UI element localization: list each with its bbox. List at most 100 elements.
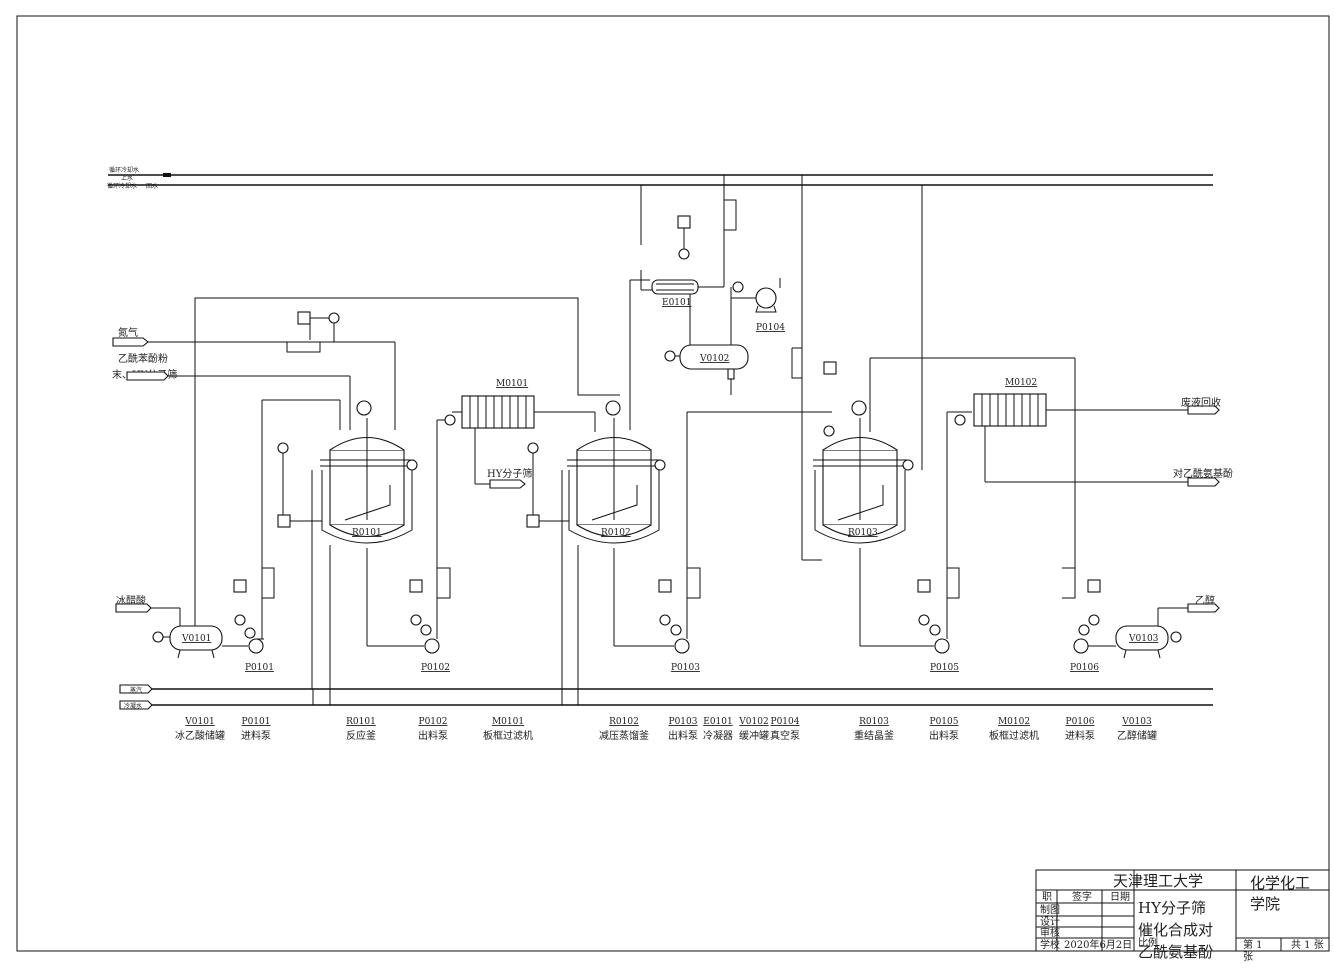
- legend-name: 出料泵: [929, 729, 959, 742]
- tag-P0106: P0106: [1070, 663, 1099, 673]
- ethanol-inlet: 乙醇: [1157, 594, 1220, 626]
- legend-name: 真空泵: [770, 729, 800, 742]
- legend-tag: M0102: [998, 717, 1030, 727]
- tag-P0104: P0104: [756, 323, 785, 333]
- legend-tag: P0105: [930, 717, 959, 727]
- legend-item: V0103 乙醇储罐: [1117, 717, 1157, 742]
- pump-P0105: P0105: [859, 411, 972, 673]
- vessel-V0101: V0101: [152, 300, 223, 659]
- hy-sieve-label: HY分子筛: [487, 467, 532, 480]
- reactor-R0103: R0103: [813, 357, 1076, 580]
- nitrogen-inlet: 氮气: [112, 311, 396, 430]
- legend-name: 进料泵: [241, 729, 271, 742]
- legend-name: 板框过滤机: [989, 729, 1039, 742]
- row-school: 学校: [1040, 938, 1060, 951]
- tag-P0101: P0101: [245, 663, 274, 673]
- legend-name: 乙醇储罐: [1117, 729, 1157, 742]
- condensate-label: 冷凝水: [124, 702, 142, 710]
- reactor-R0101: R0101: [277, 400, 418, 689]
- feed-powder-inlet: 乙酰苯酚粉 末、HY分子筛: [112, 352, 351, 430]
- drawing-date: 2020年6月2日: [1064, 938, 1132, 951]
- pump-P0103: P0103: [613, 411, 832, 673]
- pump-P0106: P0106: [1062, 567, 1116, 673]
- tag-R0101: R0101: [352, 528, 382, 538]
- tag-R0102: R0102: [601, 528, 631, 538]
- sheet-unit: 张: [1243, 951, 1253, 963]
- col-signature: 签字: [1072, 890, 1092, 903]
- pump-P0104: P0104: [731, 278, 785, 333]
- waste-label: 废液回收: [1181, 396, 1221, 409]
- drawing-border: [16, 15, 1330, 952]
- legend-tag: P0103: [669, 717, 698, 727]
- cooling-return-sub: 回水: [146, 182, 158, 190]
- nitrogen-label: 氮气: [118, 326, 138, 339]
- scale-label: 比例: [1138, 936, 1158, 949]
- row-design: 设计: [1040, 915, 1060, 928]
- drawing-title-2: 催化合成对: [1138, 921, 1213, 939]
- legend-item: M0102 板框过滤机: [989, 717, 1039, 742]
- title-block: 天津理工大学 化学化工 学院 HY分子筛 催化合成对 乙酰氨基酚 职 签字 日期…: [1035, 869, 1330, 963]
- feed-label-1: 乙酰苯酚粉: [118, 352, 168, 365]
- row-review: 审核: [1040, 926, 1060, 939]
- pump-P0101: P0101: [222, 399, 341, 673]
- tag-P0102: P0102: [421, 663, 450, 673]
- legend-item: P0106 进料泵: [1065, 717, 1095, 742]
- col-date: 日期: [1110, 891, 1130, 903]
- legend-name: 出料泵: [418, 729, 448, 742]
- legend-name: 反应釜: [346, 729, 376, 742]
- filter-M0102: 废液回收 对乙酰氨基酚 M0102: [954, 378, 1233, 487]
- legend-tag: P0102: [419, 717, 448, 727]
- legend-name: 冷凝器: [703, 729, 733, 742]
- cooling-supply-sub: 上水: [121, 174, 133, 182]
- tag-V0102: V0102: [699, 354, 729, 364]
- cooling-supply-label: 循环冷却水: [109, 166, 139, 174]
- acetic-acid-inlet: 冰醋酸: [115, 594, 181, 626]
- cooling-water-headers: 循环冷却水 上水 循环冷却水 回水: [107, 166, 1213, 190]
- tag-V0101: V0101: [181, 634, 211, 644]
- condenser-E0101: E0101: [640, 175, 737, 345]
- legend-item: R0101 反应釜: [346, 717, 376, 742]
- product-label: 对乙酰氨基酚: [1173, 467, 1233, 480]
- legend-item: P0102 出料泵: [418, 717, 448, 742]
- legend-name: 板框过滤机: [483, 729, 533, 742]
- sheet-number: 第 1: [1243, 938, 1263, 951]
- control-valve-box: [297, 311, 311, 325]
- reactor-R0102: R0102: [526, 279, 666, 689]
- school-line-1: 化学化工: [1250, 874, 1310, 892]
- tag-P0105: P0105: [930, 663, 959, 673]
- drawing-title-1: HY分子筛: [1138, 899, 1206, 917]
- legend-name: 重结晶釜: [854, 729, 894, 742]
- legend-tag: R0101: [346, 717, 376, 727]
- legend-name: 进料泵: [1065, 729, 1095, 742]
- legend-tag: M0101: [492, 717, 524, 727]
- filter-M0101: HY分子筛 M0101: [444, 379, 596, 489]
- col-position: 职: [1042, 891, 1052, 903]
- school-line-2: 学院: [1250, 895, 1280, 913]
- vessel-V0102: V0102: [664, 287, 749, 395]
- legend-item: P0104 真空泵: [770, 717, 800, 742]
- drawing-title-3: 乙酰氨基酚: [1138, 943, 1213, 961]
- pump-P0102: P0102: [366, 419, 452, 673]
- tag-P0103: P0103: [671, 663, 700, 673]
- legend-tag: V0101: [184, 717, 214, 727]
- cooling-return-label: 循环冷却水: [107, 182, 137, 190]
- vent-line: [194, 297, 620, 396]
- steam-headers: 蒸汽 冷凝水: [119, 684, 1213, 710]
- tag-E0101: E0101: [662, 298, 691, 308]
- tag-R0103: R0103: [848, 528, 878, 538]
- university-name: 天津理工大学: [1113, 872, 1203, 890]
- sheet-total: 共 1 张: [1291, 939, 1324, 951]
- tag-M0101: M0101: [496, 379, 528, 389]
- legend-tag: P0106: [1066, 717, 1095, 727]
- legend-tag: V0103: [1121, 717, 1152, 727]
- legend-tag: R0102: [609, 717, 639, 727]
- vessel-V0103: V0103: [1115, 625, 1182, 659]
- legend-tag: P0104: [771, 717, 800, 727]
- tag-M0102: M0102: [1005, 378, 1037, 388]
